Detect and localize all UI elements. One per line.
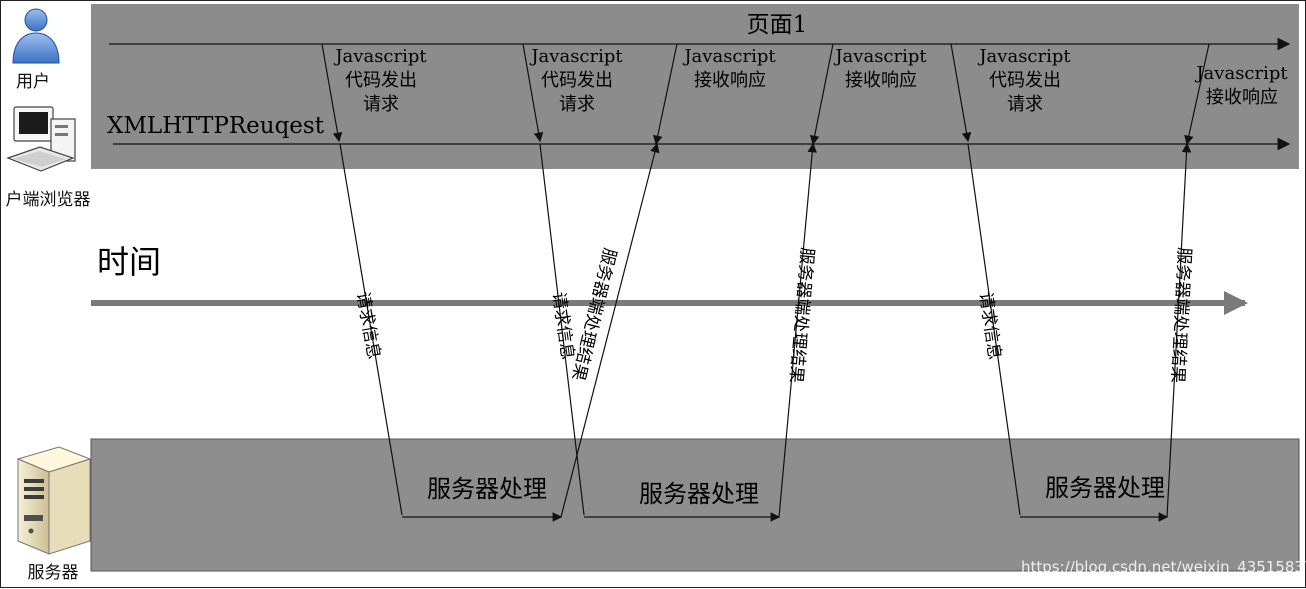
svg-text:代码发出: 代码发出	[989, 70, 1061, 91]
xhr-label: XMLHTTPReuqest	[107, 113, 325, 139]
request-arrow-1	[339, 143, 403, 516]
svg-text:Javascript: Javascript	[977, 46, 1071, 67]
server-processing-label-1: 服务器处理	[427, 475, 547, 503]
event-label-2: Javascript 代码发出 请求	[529, 46, 623, 115]
server-icon	[16, 446, 92, 555]
response-arrow-1	[560, 142, 660, 518]
svg-text:Javascript: Javascript	[529, 46, 623, 67]
server-label: 服务器	[28, 563, 79, 583]
svg-text:接收响应: 接收响应	[694, 70, 766, 91]
svg-text:请求: 请求	[363, 94, 399, 115]
svg-text:代码发出: 代码发出	[541, 70, 613, 91]
source-watermark: https://blog.csdn.net/weixin_43515837	[1021, 558, 1306, 577]
server-result-label-2: 服务器端处理结果	[785, 247, 817, 384]
response-arrow-3	[1166, 142, 1192, 518]
page-to-xhr-1	[321, 43, 343, 143]
browser-band	[91, 4, 1299, 169]
page-title: 页面1	[747, 12, 808, 38]
event-label-5: Javascript 代码发出 请求	[977, 46, 1071, 115]
xhr-to-page-6	[1184, 43, 1210, 146]
event-label-6: Javascript 接收响应	[1194, 63, 1288, 108]
svg-text:请求: 请求	[1007, 94, 1043, 115]
page-to-xhr-2	[522, 43, 544, 143]
svg-text:接收响应: 接收响应	[1206, 87, 1278, 108]
xhr-to-page-3	[653, 43, 678, 146]
event-label-1: Javascript 代码发出 请求	[333, 46, 427, 115]
xhr-to-page-4	[809, 43, 834, 146]
svg-text:Javascript: Javascript	[682, 46, 776, 67]
server-processing-label-3: 服务器处理	[1045, 474, 1165, 502]
svg-text:Javascript: Javascript	[333, 46, 427, 67]
svg-text:代码发出: 代码发出	[345, 70, 417, 91]
server-processing-label-2: 服务器处理	[639, 480, 759, 508]
page-to-xhr-5	[950, 43, 972, 143]
svg-text:接收响应: 接收响应	[845, 70, 917, 91]
request-arrow-2	[539, 143, 585, 516]
server-result-label-3: 服务器端处理结果	[1167, 247, 1194, 384]
server-result-label-1: 服务器端处理结果	[567, 246, 619, 383]
event-label-4: Javascript 接收响应	[833, 46, 927, 91]
time-label: 时间	[97, 243, 161, 281]
svg-text:请求: 请求	[559, 94, 595, 115]
user-icon	[12, 8, 60, 64]
computer-icon	[6, 106, 76, 172]
svg-text:Javascript: Javascript	[1194, 63, 1288, 84]
response-arrow-2	[778, 142, 818, 518]
svg-text:Javascript: Javascript	[833, 46, 927, 67]
browser-label: 户端浏览器	[6, 190, 91, 210]
user-label: 用户	[16, 72, 50, 92]
server-band	[90, 438, 1300, 572]
event-label-3: Javascript 接收响应	[682, 46, 776, 91]
request-arrow-3	[967, 143, 1021, 516]
